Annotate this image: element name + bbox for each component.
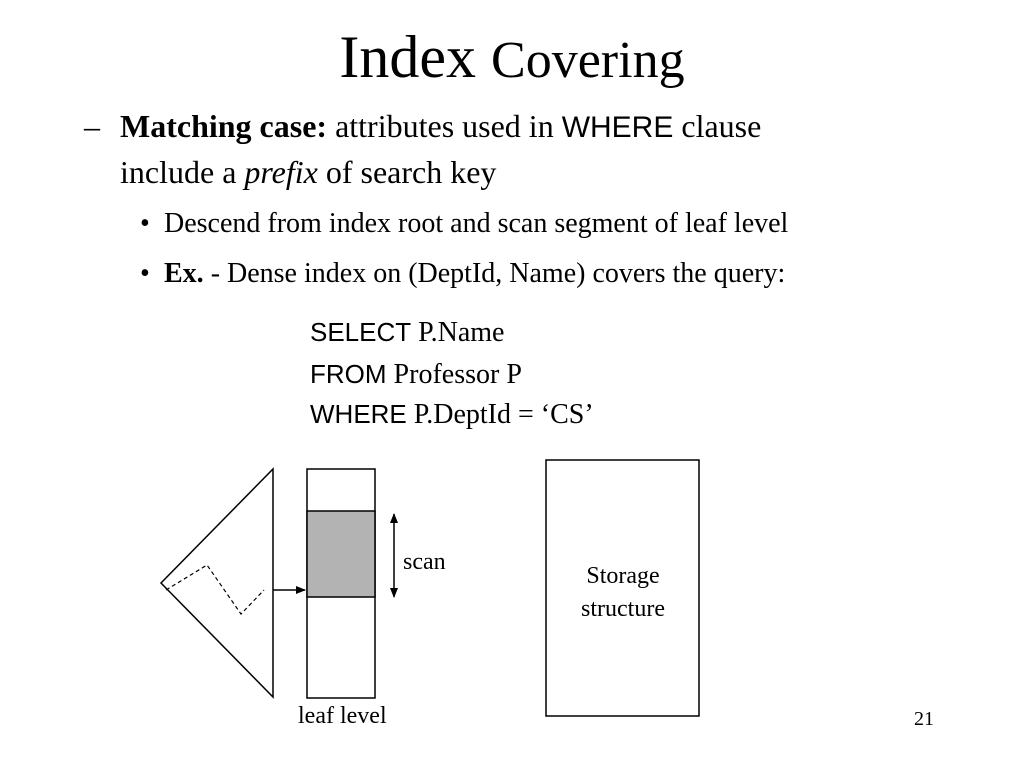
page-number: 21 (914, 708, 934, 730)
bullet-marker: • (140, 208, 150, 239)
leaf-level-label: leaf level (298, 703, 387, 729)
storage-label-line2: structure (581, 596, 665, 622)
scan-segment-highlight (306, 510, 376, 598)
point-text: include a (120, 154, 245, 190)
dash-marker: – (84, 108, 100, 144)
storage-structure-label: Storage structure (548, 560, 698, 626)
prefix-italic: prefix (244, 154, 318, 190)
query-where-line: WHERE P.DeptId = ‘CS’ (310, 396, 594, 433)
storage-label-line1: Storage (586, 563, 660, 589)
query-text: P.DeptId = ‘CS’ (406, 399, 594, 430)
point-text: attributes used in (327, 108, 562, 144)
query-text: P.Name (411, 317, 505, 348)
select-keyword: SELECT (310, 317, 412, 347)
query-select-line: SELECT P.Name (310, 314, 504, 351)
where-keyword: WHERE (310, 399, 407, 429)
query-text: Professor P (386, 359, 522, 390)
query-from-line: FROM Professor P (310, 356, 522, 393)
point-matching-case-line2: include a prefix of search key (120, 149, 1020, 195)
point-text: clause (673, 108, 762, 144)
scan-label: scan (403, 549, 446, 575)
sub-point-text: - Dense index on (DeptId, Name) covers t… (203, 258, 786, 289)
title-word-index: Index (339, 24, 477, 90)
index-tree-triangle (159, 467, 274, 699)
point-text: of search key (317, 154, 497, 190)
matching-case-label: Matching case: (120, 108, 328, 144)
point-matching-case: –Matching case: attributes used in WHERE… (84, 103, 984, 151)
sub-point-descend: • Descend from index root and scan segmen… (140, 204, 1000, 244)
bullet-marker: • (140, 258, 150, 289)
where-keyword: WHERE (561, 111, 674, 144)
title-word-covering: Covering (491, 32, 685, 89)
page-title: Index Covering (0, 22, 1024, 96)
sub-point-text: Descend from index root and scan segment… (164, 208, 789, 239)
sub-point-example: • Ex. - Dense index on (DeptId, Name) cov… (140, 254, 1000, 294)
search-path-dashed (165, 564, 265, 615)
example-label: Ex. (164, 258, 204, 289)
from-keyword: FROM (310, 359, 387, 389)
storage-structure-box (545, 459, 700, 717)
